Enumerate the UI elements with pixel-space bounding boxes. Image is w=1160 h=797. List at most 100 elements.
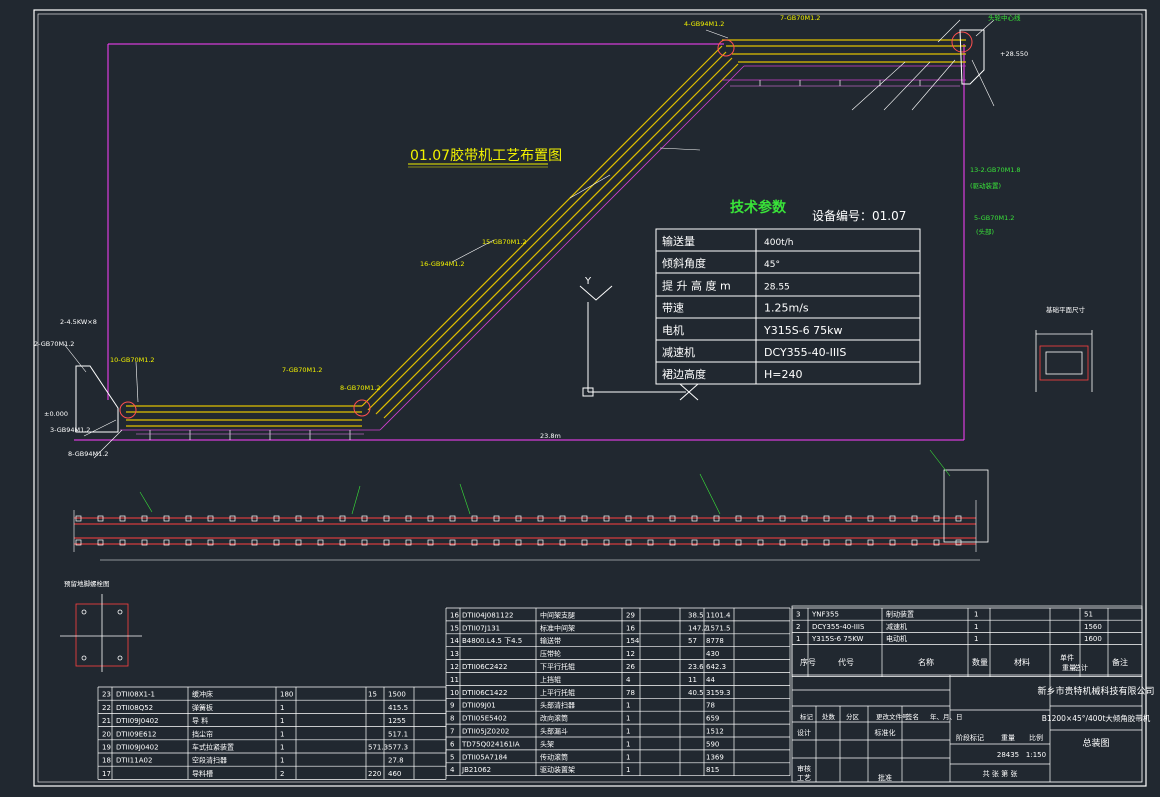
weight-label: 重量 (1001, 734, 1015, 742)
callout-label: 13-2.GB70M1.8 (970, 166, 1021, 174)
parts-row-qty: 1 (280, 744, 284, 752)
parts-row-no: 11 (450, 676, 459, 684)
parts-row-qty: 78 (626, 689, 635, 697)
parts-row-code: DTII09J01 (462, 702, 496, 710)
parts-row-qty: 1 (626, 702, 630, 710)
parts-row-code: YNF355 (811, 611, 839, 619)
parts-row-no: 18 (102, 757, 111, 765)
parts-row-name: 导 料 (192, 716, 208, 725)
param-value: 400t/h (764, 238, 793, 248)
drawing-name: 总装图 (1082, 737, 1109, 749)
parts-row-no: 23 (102, 691, 111, 699)
tech-param-table (655, 228, 921, 385)
param-label: 电机 (662, 323, 684, 337)
parts-row-name: 输送带 (540, 636, 561, 645)
parts-row-no: 2 (796, 623, 800, 631)
parts-row-total-weight: 1369 (706, 753, 724, 761)
parts-row-total-weight: 642.3 (706, 663, 726, 671)
parts-row-qty: 1 (280, 730, 284, 738)
parts-row-no: 4 (450, 766, 455, 774)
revision-header-label: 年、月、日 (930, 712, 963, 721)
parts-row-unit-weight: 147.2 (688, 624, 708, 632)
parts-row-weight: 51 (1084, 611, 1093, 619)
parts-row-code: DTII08Q52 (116, 704, 153, 712)
parts-row-qty: 1 (280, 717, 284, 725)
outer-frame (33, 9, 1147, 787)
parts-row-name: 头架 (540, 739, 554, 748)
parts-row-total-weight: 517.1 (388, 730, 408, 738)
parts-row-total-weight: 590 (706, 740, 719, 748)
ucs-icon (579, 285, 699, 401)
parts-row-no: 1 (796, 635, 800, 643)
hdr-remark: 备注 (1112, 657, 1128, 667)
equipment-number: 设备编号：01.07 (812, 208, 906, 223)
anchor-bolt-detail (60, 594, 142, 672)
parts-row-total-weight: 415.5 (388, 704, 408, 712)
callout-label: +28.550 (1000, 50, 1028, 58)
parts-row-code: DTII09J0402 (116, 717, 159, 725)
parts-row-no: 21 (102, 717, 111, 725)
checker-label: 审核 (797, 764, 811, 773)
param-value: Y315S-6 75kw (763, 324, 843, 337)
parts-row-no: 13 (450, 650, 459, 658)
parts-row-name: 改向滚筒 (540, 714, 568, 723)
callout-label: 2-4.5KW×8 (60, 318, 97, 326)
parts-row-no: 9 (450, 702, 454, 710)
parts-row-name: 减速机 (886, 622, 907, 631)
parts-row-no: 14 (450, 637, 459, 645)
callout-label: ±0.000 (44, 410, 68, 418)
hdr-seq: 序号 (800, 657, 816, 667)
tail-pulley (119, 401, 137, 419)
callout-label: 3-GB94M1.2 (50, 426, 90, 434)
callout-label: 8-GB70M1.2 (340, 384, 380, 392)
parts-row-no: 17 (102, 770, 111, 778)
parts-row-qty: 1 (626, 728, 630, 736)
parts-row-unit-weight: 220 (368, 770, 381, 778)
foundation-plan (73, 449, 989, 561)
parts-row-name: 中间架支腿 (540, 610, 575, 619)
callout-label: 8-GB94M1.2 (68, 450, 108, 458)
parts-row-qty: 1 (626, 766, 630, 774)
parts-row-total-weight: 1571.5 (706, 624, 731, 632)
parts-row-total-weight: 430 (706, 650, 719, 658)
param-label: 倾斜角度 (662, 256, 706, 270)
parts-row-name: 头部清扫器 (540, 701, 575, 710)
param-label: 裙边高度 (662, 367, 706, 381)
process-label: 工艺 (797, 774, 811, 782)
param-label: 减速机 (662, 345, 695, 359)
parts-row-qty: 4 (626, 676, 631, 684)
parts-row-name: 压带轮 (540, 649, 561, 658)
parts-row-total-weight: 27.8 (388, 757, 404, 765)
parts-row-qty: 1 (626, 753, 630, 761)
parts-row-code: DTII07J131 (462, 624, 500, 632)
parts-row-qty: 29 (626, 611, 635, 619)
scale-label: 比例 (1029, 733, 1043, 742)
callout-label: (头部) (976, 227, 994, 236)
hdr-weight: 重量 (1062, 664, 1076, 672)
section-detail (1035, 330, 1093, 392)
parts-row-name: 驱动装置架 (540, 765, 575, 774)
parts-row-name: 下平行托辊 (540, 662, 575, 671)
callout-label: 预留地脚螺栓图 (64, 579, 110, 588)
parts-row-no: 20 (102, 730, 111, 738)
parts-row-name: 标准中间架 (540, 623, 575, 632)
parts-row-weight: 1600 (1084, 635, 1102, 643)
revision-header-label: 签名 (906, 712, 919, 721)
parts-row-name: 传动滚筒 (540, 752, 568, 761)
parts-row-qty: 1 (280, 704, 284, 712)
parts-row-unit-weight: 15 (368, 691, 377, 699)
param-value: DCY355-40-IIIS (764, 346, 846, 359)
approve-label: 批准 (878, 773, 892, 782)
parts-row-total-weight: 815 (706, 766, 719, 774)
parts-row-code: DCY355-40-IIIS (812, 623, 865, 631)
param-value: H=240 (764, 368, 802, 381)
param-label: 输送量 (662, 234, 695, 248)
parts-row-total-weight: 1500 (388, 691, 406, 699)
parts-row-unit-weight: 571.3 (368, 744, 388, 752)
parts-row-name: 头部漏斗 (540, 727, 568, 736)
parts-row-name: 导料槽 (192, 769, 213, 778)
parts-row-name: 空段清扫器 (192, 756, 227, 765)
